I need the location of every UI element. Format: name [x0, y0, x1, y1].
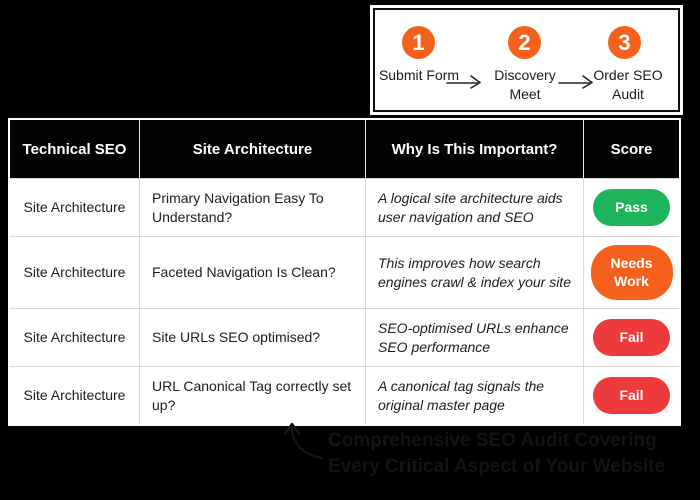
curved-arrow-icon [283, 422, 324, 460]
cell-score: Pass [584, 179, 679, 236]
right-arrow-icon [558, 75, 593, 89]
cell-category: Site Architecture [10, 237, 140, 308]
header-cell-site-architecture: Site Architecture [140, 120, 366, 178]
cell-category: Site Architecture [10, 179, 140, 236]
step-3-label: Order SEO Audit [593, 67, 663, 102]
watermark-line-2: Every Critical Aspect of Your Website [328, 456, 666, 478]
cell-check-item: Primary Navigation Easy To Understand? [140, 179, 366, 236]
cell-why-important: SEO-optimised URLs enhance SEO performan… [366, 309, 584, 366]
cell-score: Fail [584, 309, 679, 366]
table-row: Site Architecture Site URLs SEO optimise… [10, 308, 679, 366]
step-2-number: 2 [518, 29, 531, 55]
table-row: Site Architecture Faceted Navigation Is … [10, 236, 679, 308]
table-row: Site Architecture Primary Navigation Eas… [10, 178, 679, 236]
cell-category: Site Architecture [10, 367, 140, 424]
process-stepper: 1 2 3 Submit Form Discovery Meet Order S… [373, 8, 680, 112]
seo-audit-table: Technical SEO Site Architecture Why Is T… [8, 118, 681, 426]
cell-why-important: A logical site architecture aids user na… [366, 179, 584, 236]
score-badge-pass: Pass [593, 189, 670, 226]
step-2-label: Discovery Meet [494, 67, 556, 102]
step-3-number: 3 [618, 29, 631, 55]
header-cell-why-important: Why Is This Important? [366, 120, 584, 178]
table-row: Site Architecture URL Canonical Tag corr… [10, 366, 679, 424]
step-1-number-badge: 1 [402, 26, 435, 59]
cell-check-item: Faceted Navigation Is Clean? [140, 237, 366, 308]
cell-category: Site Architecture [10, 309, 140, 366]
header-cell-score: Score [610, 140, 653, 158]
step-3-number-badge: 3 [608, 26, 641, 59]
score-badge-fail: Fail [593, 319, 670, 356]
step-1-number: 1 [412, 29, 425, 55]
watermark-caption: Comprehensive SEO Audit Covering Every C… [328, 428, 665, 480]
cell-why-important: This improves how search engines crawl &… [366, 237, 584, 308]
cell-why-important: A canonical tag signals the original mas… [366, 367, 584, 424]
watermark-line-1: Comprehensive SEO Audit Covering [328, 430, 657, 451]
right-arrow-icon [446, 75, 481, 89]
table-header-row: Technical SEO Site Architecture Why Is T… [10, 120, 679, 178]
cell-score: Needs Work [584, 237, 679, 308]
score-badge-fail: Fail [593, 377, 670, 414]
cell-score: Fail [584, 367, 679, 424]
cell-check-item: Site URLs SEO optimised? [140, 309, 366, 366]
score-badge-needs-work: Needs Work [590, 245, 673, 300]
cell-check-item: URL Canonical Tag correctly set up? [140, 367, 366, 424]
header-cell-technical-seo: Technical SEO [10, 120, 140, 178]
step-1-label: Submit Form [378, 67, 460, 83]
step-2-number-badge: 2 [508, 26, 541, 59]
